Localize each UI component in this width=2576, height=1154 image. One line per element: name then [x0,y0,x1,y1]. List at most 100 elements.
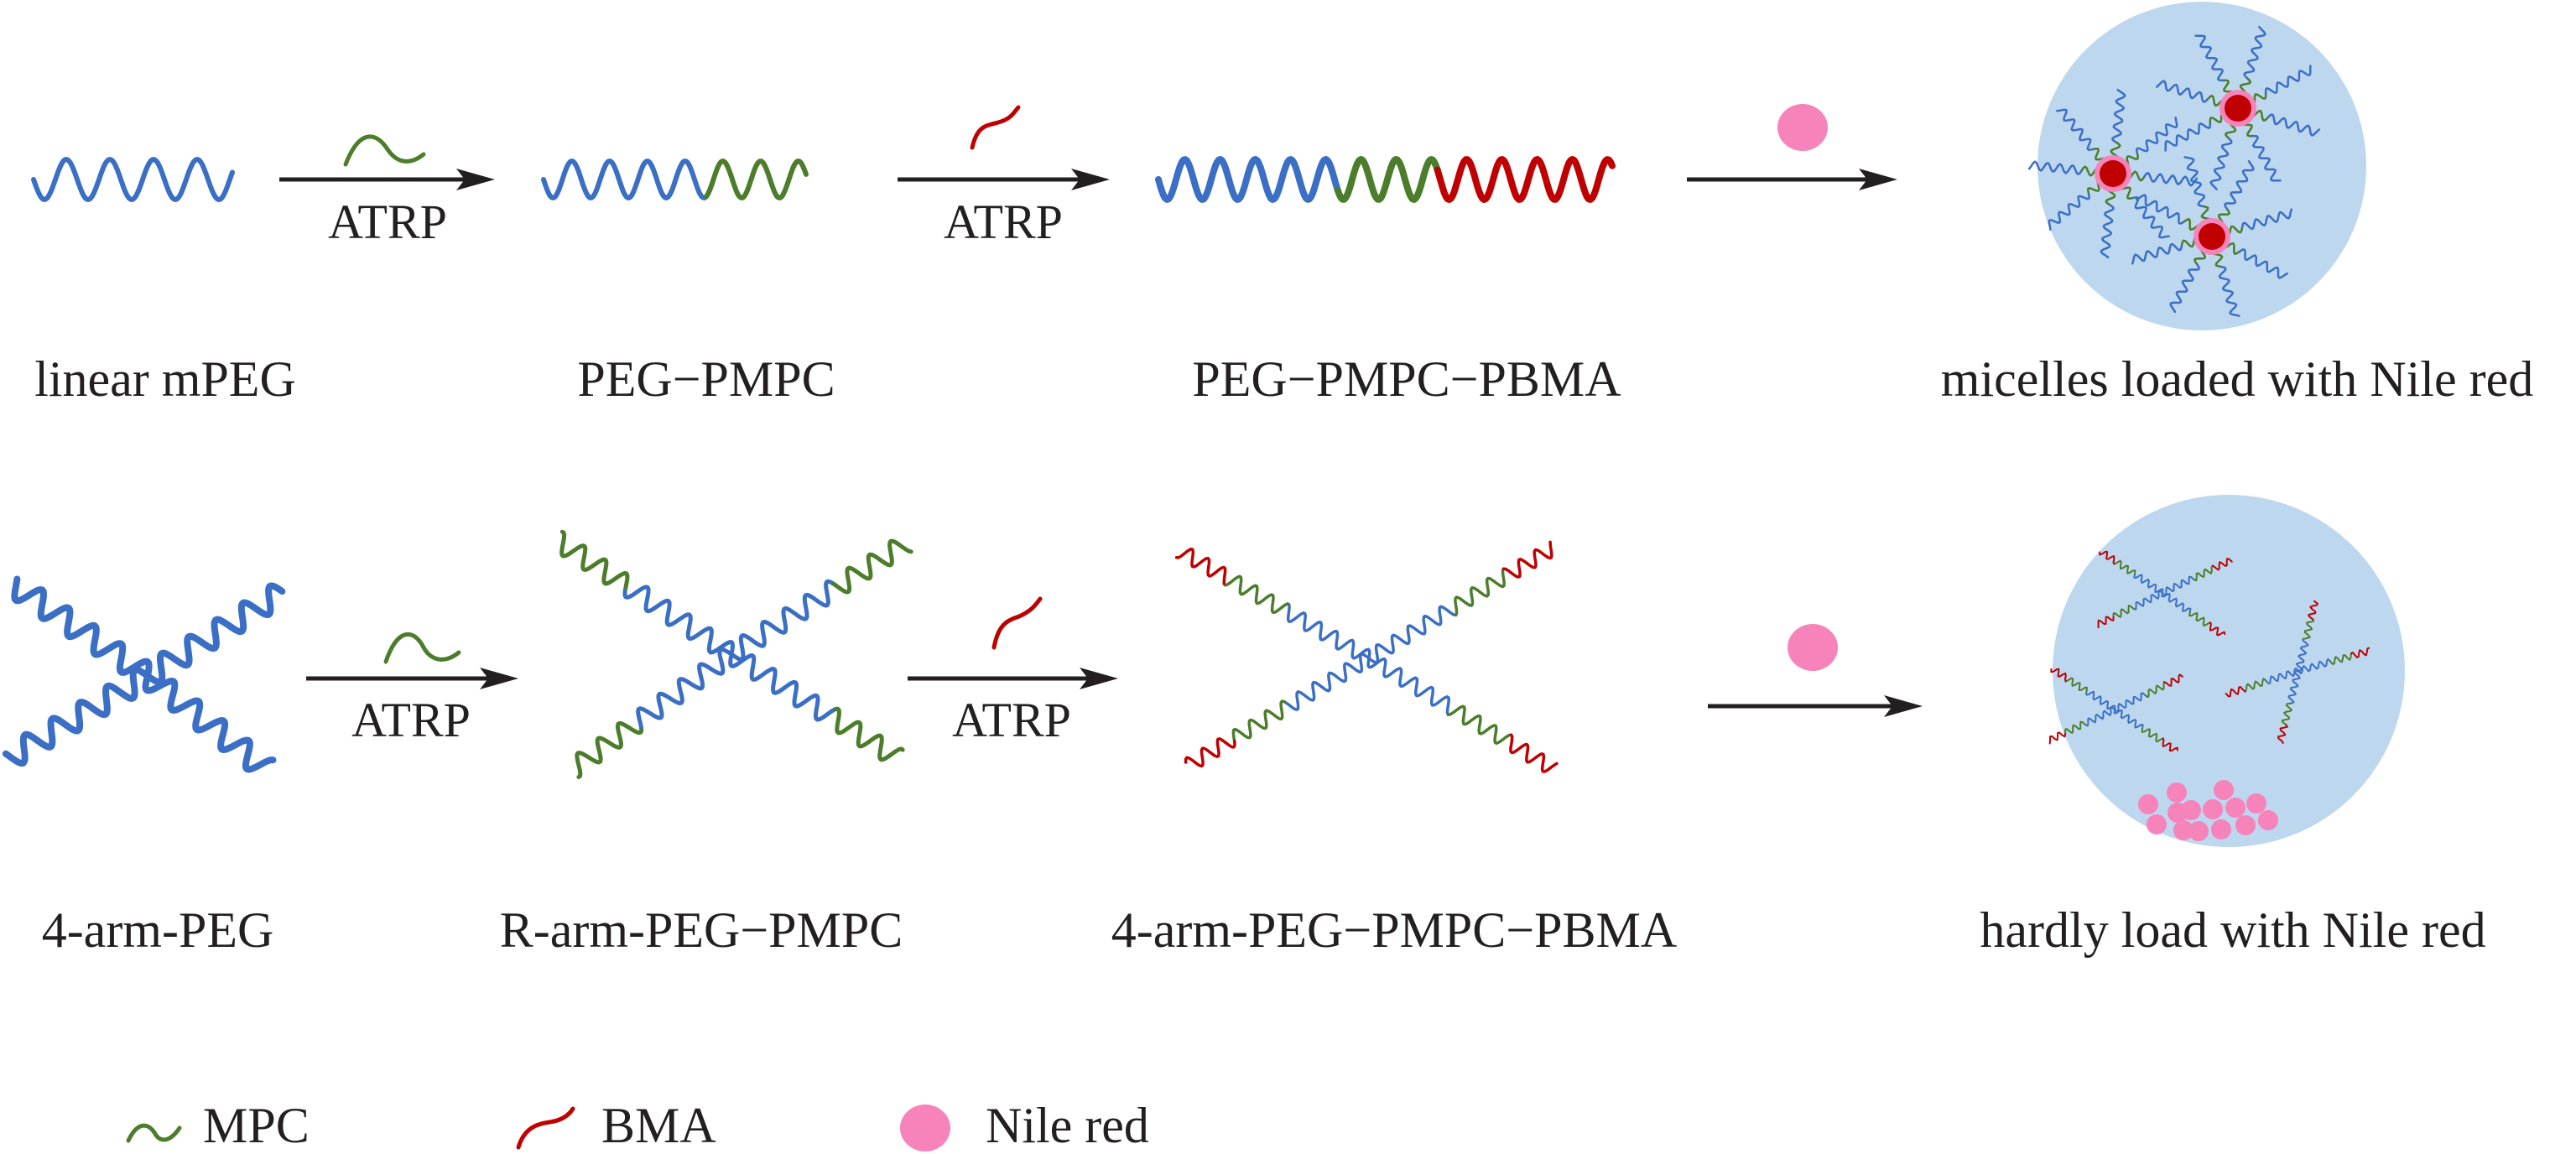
legend-nile-red-icon [900,1105,950,1151]
inner-star-b-arm3-seg1 [2064,720,2087,735]
nile-red-aggregate-1 [2167,782,2187,803]
nile-red-icon [1777,104,1828,151]
inner-star-a-arm2-seg0 [2162,575,2195,596]
micelle-core-0 [2225,95,2251,122]
arrow-6-head [1884,695,1923,717]
inner-star-c-arm1-seg1 [2281,702,2292,726]
4-arm-peg-arm3-seg0 [142,673,277,773]
label-hardly-load: hardly load with Nile red [1980,902,2485,958]
inner-star-c-arm0-seg1 [2302,618,2315,640]
bma-monomer-icon [970,105,1021,150]
micelle-loaded [2037,2,2366,330]
label-4-arm-peg-pmpc-pbma: 4-arm-PEG−PMPC−PBMA [1111,902,1677,958]
micelle-core-1 [2100,160,2126,187]
label-4-arm-peg: 4-arm-PEG [42,902,274,958]
r-arm-peg-pmpc-arm2-seg1 [575,720,644,779]
mpc-monomer-icon [343,134,426,167]
4-arm-peg-pmpc-pbma-arm1-seg2 [1501,540,1553,579]
inner-star-b-arm3-seg0 [2084,706,2115,727]
inner-star-a-arm0-seg2 [2099,550,2115,565]
inner-star-a-arm3-seg0 [2132,590,2163,611]
inner-star-b-arm3-seg2 [2048,731,2067,745]
inner-star-c-arm0-seg2 [2308,600,2318,621]
4-arm-peg-pmpc-pbma-arm3-seg0 [1366,657,1450,716]
4-arm-peg-arm0-seg0 [11,575,153,679]
micelle-arm-seg1 [2264,65,2312,95]
4-arm-peg-pmpc-pbma-arm1-seg0 [1367,605,1458,664]
label-micelles-loaded: micelles loaded with Nile red [1941,351,2533,407]
arrow-label-atrp-4: ATRP [952,693,1071,747]
label-peg-pmpc-pbma: PEG−PMPC−PBMA [1192,351,1621,407]
micelle-arm-seg1 [2243,25,2266,79]
micelle-arm-seg1 [2218,265,2240,317]
r-arm-peg-pmpc-arm0-seg1 [559,529,630,590]
label-linear-mpeg: linear mPEG [34,351,296,407]
micelle-arm-seg1 [2209,138,2233,191]
4-arm-peg-pmpc-pbma-arm1-seg1 [1454,567,1506,617]
4-arm-peg-pmpc-pbma-arm2-seg1 [1231,699,1287,743]
micelle-arm-seg1 [2164,122,2212,152]
r-arm-peg-pmpc-arm1-seg1 [831,538,913,595]
legend-mpc-label: MPC [203,1098,310,1153]
peg-pmpc-chain-seg0 [541,159,710,200]
inner-star-b-arm0-seg0 [2085,689,2116,710]
arrow-label-atrp-2: ATRP [944,195,1063,249]
micelle-arm-seg1 [2056,108,2094,152]
r-arm-peg-pmpc-arm1-seg0 [729,579,836,662]
inner-star-b-arm1-seg1 [2141,727,2164,743]
inner-star-b-arm2-seg2 [2163,673,2183,687]
micelle-arm-seg1 [2267,113,2321,137]
micelle-arm-seg1 [2132,195,2170,239]
inner-star-a-arm0-seg0 [2133,573,2164,594]
label-r-arm-peg-pmpc: R-arm-PEG−PMPC [500,902,903,958]
4-arm-peg-pmpc-pbma-arm2-seg2 [1184,737,1236,768]
peg-pmpc-pbma-chain-seg1 [1334,156,1441,203]
nile-red-aggregate-8 [2225,798,2246,818]
4-arm-peg-pmpc-pbma-arm2-seg0 [1283,652,1371,711]
r-arm-peg-pmpc-arm3-seg1 [833,706,905,762]
mpc-monomer-icon-2 [383,632,461,664]
inner-star-b-arm0-seg1 [2064,677,2088,692]
nile-red-aggregate-13 [2235,815,2256,835]
4-arm-peg-pmpc-pbma-arm0-seg2 [1174,548,1227,585]
arrow-label-atrp-3: ATRP [351,693,471,747]
micelle-arm-seg1 [2048,193,2091,231]
arrow-5-head [1080,668,1118,689]
legend-bma-label: BMA [601,1098,716,1153]
micelle-arm-seg1 [2135,194,2185,225]
nile-red-aggregate-9 [2258,810,2278,830]
inner-star-a-arm2-seg2 [2211,558,2233,571]
micelle-arm-seg1 [2239,248,2289,279]
inner-star-c-arm2-seg1 [2329,652,2352,665]
nile-red-aggregate-6 [2181,800,2201,820]
inner-star-c-arm2-seg0 [2298,658,2332,675]
micelle-arm-seg1 [2111,88,2126,143]
inner-star-a-arm0-seg1 [2113,559,2136,575]
inner-star-b-arm2-seg0 [2114,692,2147,713]
inner-star-c-arm3-seg2 [2225,686,2246,698]
inner-star-a-arm3-seg2 [2097,616,2115,629]
label-peg-pmpc: PEG−PMPC [577,351,835,407]
4-arm-peg-arm2-seg0 [2,666,151,767]
4-arm-peg-pmpc-pbma-arm3-seg2 [1509,733,1559,773]
micelle-arm-seg1 [2251,134,2282,182]
inner-star-a-arm2-seg1 [2193,564,2214,582]
legend-mpc-icon [126,1123,182,1143]
diagram-shapes [2,2,2405,1151]
4-arm-peg-pmpc-pbma-arm0-seg0 [1286,602,1371,660]
r-arm-peg-pmpc-arm3-seg0 [728,652,838,722]
micelle-arm-seg1 [2027,160,2083,175]
inner-star-c-arm3-seg0 [2264,668,2299,684]
micelle-arm-seg1 [2100,204,2115,259]
r-arm-peg-pmpc-arm0-seg0 [622,585,735,657]
inner-star-a-arm1-seg2 [2209,621,2226,637]
arrow-label-atrp-1: ATRP [328,195,447,249]
linear-mpeg-chain-seg0 [31,157,235,202]
micelle-core-2 [2199,223,2225,250]
arrow-1-head [456,169,495,190]
legend-nile-red-label: Nile red [986,1098,1149,1153]
inner-star-b-arm2-seg1 [2144,681,2165,699]
inner-star-b-arm0-seg2 [2050,668,2067,683]
nile-red-aggregate-3 [2246,793,2266,814]
